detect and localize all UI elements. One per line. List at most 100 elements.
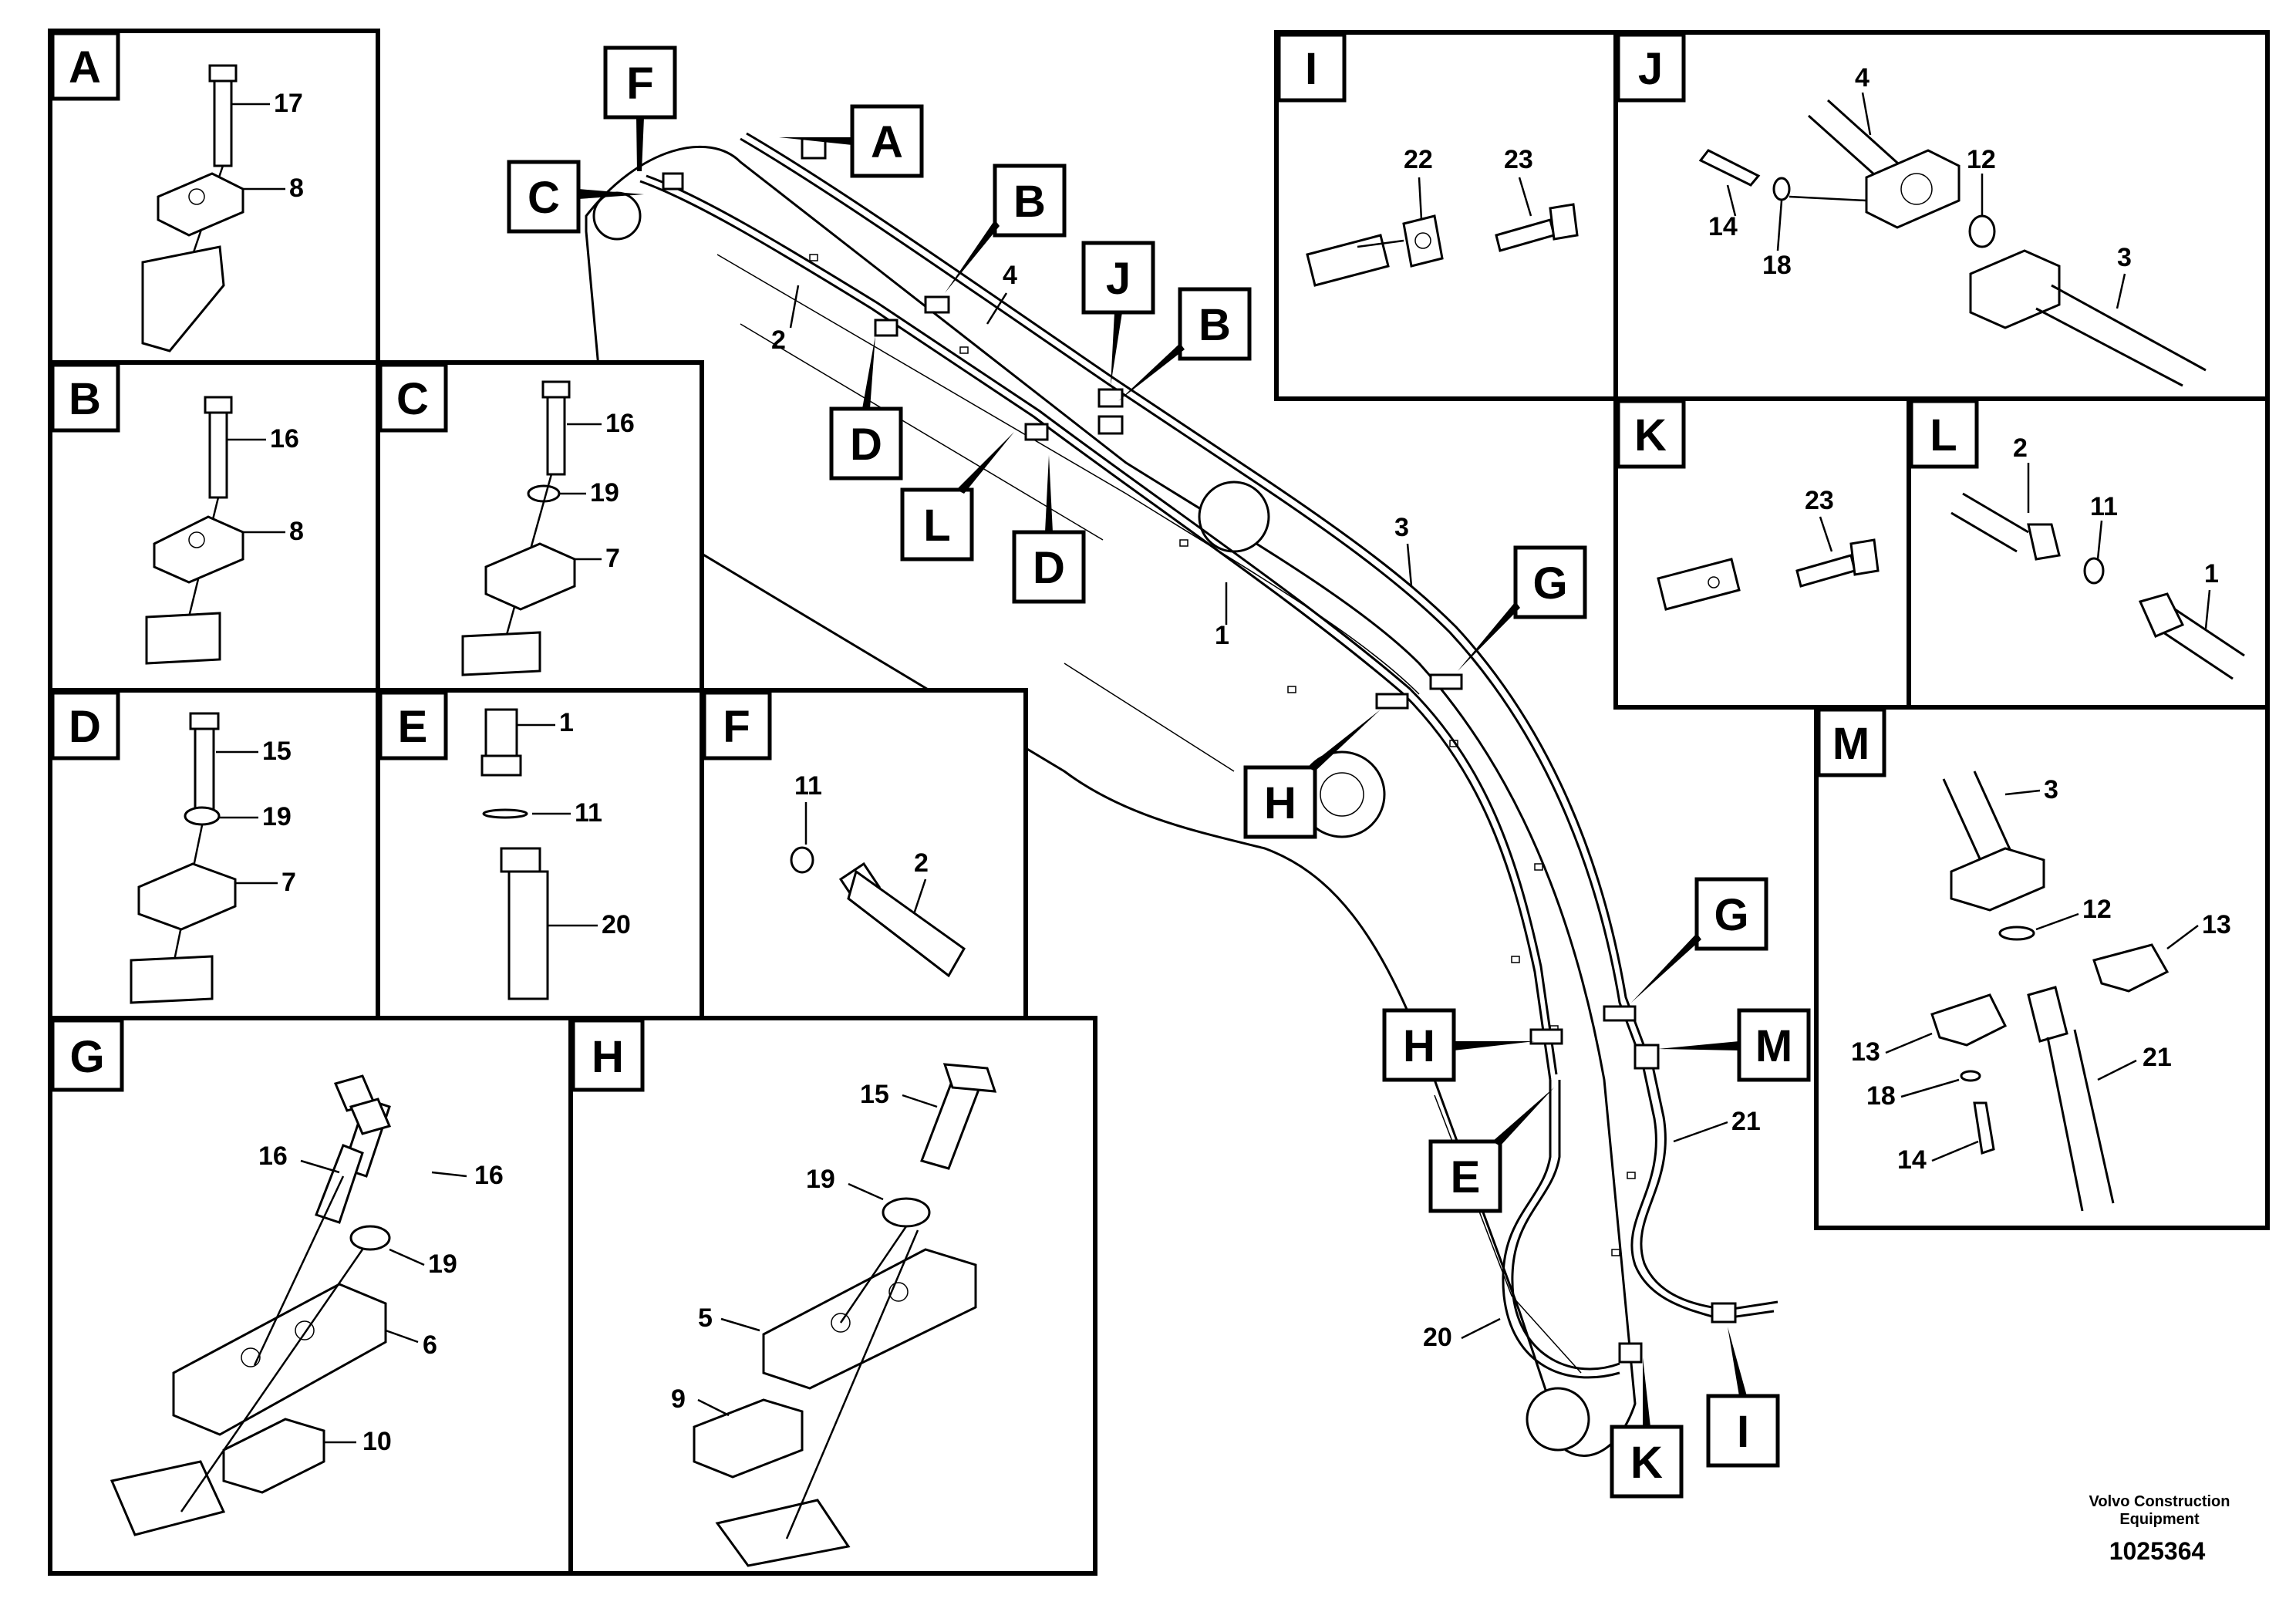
part-label-7d: 7 (282, 868, 296, 897)
panel-tag-f (702, 690, 772, 760)
callout-tag-b2[interactable]: B (1118, 287, 1252, 401)
callout-tag-h[interactable]: H (1243, 710, 1381, 839)
arm-pin-boss (1526, 1387, 1590, 1452)
svg-text:B: B (69, 374, 101, 424)
part-label-18j: 18 (1762, 251, 1792, 280)
panel-tag-g (50, 1018, 124, 1092)
callout-tag-m[interactable]: M (1658, 1008, 1811, 1082)
part-label-16g2: 16 (474, 1161, 504, 1190)
callout-tag-g2[interactable]: G (1631, 877, 1768, 1003)
part-label-19c: 19 (590, 478, 619, 508)
panel-tag-b (50, 363, 120, 433)
cylinder-pin-boss (1198, 481, 1270, 553)
detail-panel-e: E 1 11 20 (376, 688, 704, 1020)
detail-panel-l: L 2 11 1 (1907, 396, 2270, 710)
part-label-12j: 12 (1967, 145, 1996, 174)
main-part-numbers: 2 4 3 1 21 20 (771, 261, 1761, 1352)
panel-tag-i (1276, 32, 1347, 103)
callout-tag-f[interactable]: F (603, 46, 677, 171)
svg-text:H: H (592, 1032, 624, 1082)
panel-tag-e (378, 690, 448, 760)
part-label-14m: 14 (1897, 1145, 1927, 1175)
callout-tag-l[interactable]: L (900, 432, 1014, 561)
panel-tag-j (1616, 32, 1686, 103)
part-label-11e: 11 (575, 798, 602, 828)
part-label-2l: 2 (2013, 433, 2028, 463)
part-label-3j: 3 (2117, 243, 2132, 272)
part-label-1: 1 (1215, 621, 1229, 650)
part-label-16c: 16 (605, 409, 635, 438)
svg-text:M: M (1755, 1021, 1792, 1071)
panel-tag-l (1909, 399, 1979, 469)
part-label-19g: 19 (428, 1249, 457, 1279)
callout-tag-g[interactable]: G (1458, 545, 1587, 671)
part-label-3: 3 (1394, 513, 1409, 542)
callout-tag-e[interactable]: E (1428, 1088, 1554, 1213)
part-label-6g: 6 (423, 1330, 437, 1360)
part-label-7c: 7 (605, 544, 620, 573)
svg-text:M: M (1832, 719, 1870, 769)
svg-text:K: K (1630, 1438, 1663, 1488)
part-label-5h: 5 (698, 1303, 713, 1333)
svg-text:G: G (1532, 558, 1567, 609)
detail-panel-j: J 4 12 14 18 3 (1613, 30, 2270, 401)
part-label-11f: 11 (794, 771, 822, 801)
svg-text:F: F (626, 59, 653, 109)
part-label-14j: 14 (1708, 212, 1738, 241)
svg-text:G: G (1714, 890, 1748, 940)
callout-tag-i[interactable]: I (1706, 1327, 1780, 1468)
panel-tag-h (571, 1018, 645, 1092)
callout-tag-k[interactable]: K (1610, 1357, 1684, 1499)
callout-tag-h2[interactable]: H (1382, 1008, 1535, 1082)
svg-text:B: B (1013, 177, 1046, 227)
svg-text:H: H (1264, 778, 1296, 828)
part-label-2f: 2 (914, 848, 929, 878)
callout-tag-d2[interactable]: D (1012, 455, 1086, 604)
part-label-4: 4 (1003, 261, 1017, 290)
boom-pipes (639, 132, 1778, 1379)
detail-panel-k: K 23 (1613, 396, 1911, 710)
detail-panel-m: M 3 12 13 13 18 21 14 (1814, 705, 2270, 1230)
part-label-19h: 19 (806, 1165, 835, 1194)
part-label-11l: 11 (2090, 492, 2118, 521)
callout-tag-j[interactable]: J (1081, 241, 1155, 386)
part-label-17: 17 (274, 89, 303, 118)
svg-text:J: J (1106, 254, 1131, 304)
callout-tag-b[interactable]: B (945, 164, 1067, 293)
detail-panel-c: C 16 19 7 (376, 360, 704, 693)
part-label-16g1: 16 (258, 1141, 288, 1171)
part-label-13m1: 13 (2202, 910, 2231, 939)
callout-tag-c[interactable]: C (507, 160, 644, 234)
svg-text:A: A (69, 42, 101, 93)
detail-panel-h: H 15 19 5 9 (568, 1016, 1097, 1576)
callout-tag-d[interactable]: D (829, 336, 903, 481)
part-label-16: 16 (270, 424, 299, 454)
part-label-1l: 1 (2204, 559, 2219, 588)
part-label-22: 22 (1404, 145, 1433, 174)
part-label-23i: 23 (1504, 145, 1533, 174)
part-label-4j: 4 (1855, 63, 1870, 93)
panel-tag-c (378, 363, 448, 433)
part-label-20: 20 (1423, 1323, 1452, 1352)
svg-text:B: B (1199, 300, 1231, 350)
part-label-10g: 10 (362, 1427, 392, 1456)
svg-text:I: I (1737, 1407, 1749, 1457)
svg-text:F: F (723, 702, 750, 752)
company-name-line1: Volvo Construction (2089, 1493, 2230, 1510)
callout-tag-a[interactable]: A (779, 104, 924, 178)
svg-text:G: G (69, 1032, 104, 1082)
part-label-13m2: 13 (1851, 1037, 1880, 1067)
panel-tag-k (1616, 399, 1686, 469)
svg-text:E: E (1451, 1152, 1481, 1202)
svg-text:J: J (1638, 44, 1663, 94)
detail-panel-d: D 15 19 7 (48, 688, 380, 1020)
svg-text:K: K (1634, 410, 1667, 460)
detail-panel-a: A 17 8 (48, 29, 380, 365)
part-label-21m: 21 (2143, 1043, 2172, 1072)
footer: Volvo Construction Equipment 1025364 (2089, 1493, 2230, 1565)
part-label-9h: 9 (671, 1384, 686, 1414)
part-label-15h: 15 (860, 1080, 889, 1109)
panel-tag-a (50, 31, 120, 101)
part-label-15: 15 (262, 737, 292, 766)
part-label-1e: 1 (559, 708, 574, 737)
